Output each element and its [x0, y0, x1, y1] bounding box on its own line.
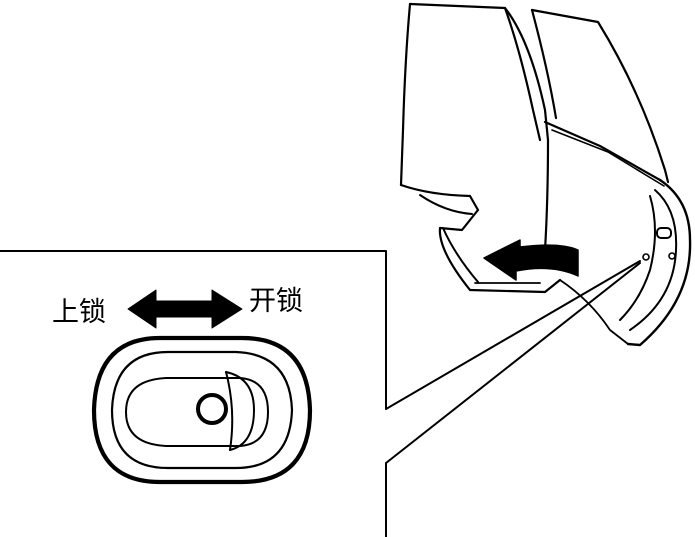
car-door-illustration	[399, 2, 692, 347]
switch-knob	[196, 393, 228, 425]
callout-frame	[0, 250, 641, 537]
curved-arrow-icon	[483, 239, 579, 281]
child-lock-switch	[91, 335, 313, 485]
lock-label: 上锁	[52, 297, 106, 328]
unlock-label: 开锁	[249, 286, 303, 317]
double-headed-arrow-icon	[127, 289, 243, 329]
